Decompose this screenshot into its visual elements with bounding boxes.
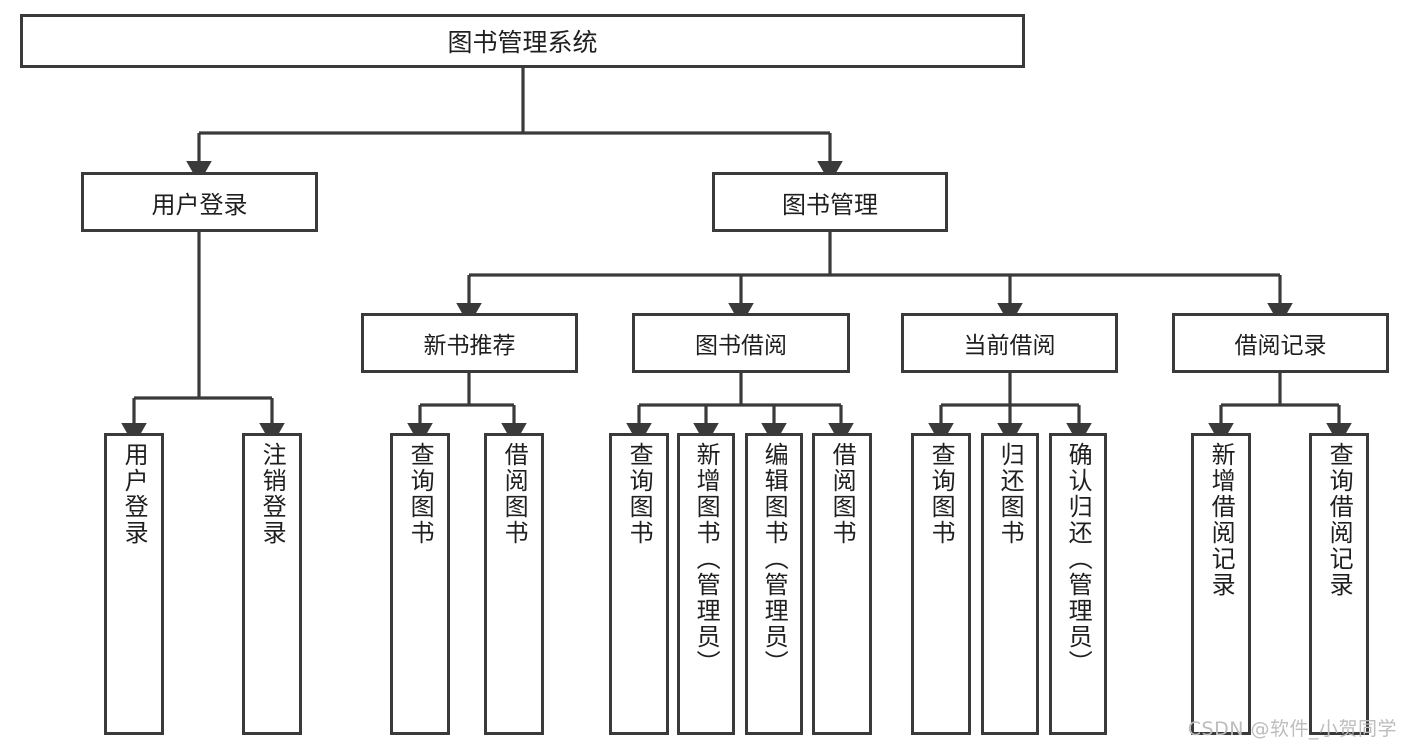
node-leaf-edit-book[interactable]: 编辑图书（管理员） <box>745 433 803 735</box>
node-leaf-return-book[interactable]: 归还图书 <box>981 433 1039 735</box>
node-new-book-recommend[interactable]: 新书推荐 <box>361 313 578 373</box>
node-leaf-query-book-borrow[interactable]: 查询图书 <box>609 433 669 735</box>
node-label: 查询图书 <box>625 442 654 546</box>
node-leaf-borrow-book[interactable]: 借阅图书 <box>812 433 872 735</box>
csdn-watermark: CSDN @软件_小贺同学 <box>1187 718 1397 740</box>
node-leaf-query-book-recommend[interactable]: 查询图书 <box>390 433 450 735</box>
node-label: 注销登录 <box>258 442 287 546</box>
node-root-book-management-system[interactable]: 图书管理系统 <box>20 14 1025 68</box>
node-label: 图书借阅 <box>695 333 787 359</box>
node-leaf-add-borrow-record[interactable]: 新增借阅记录 <box>1191 433 1251 735</box>
node-label: 新书推荐 <box>423 333 516 359</box>
node-label: 编辑图书（管理员） <box>760 442 789 676</box>
node-label: 借阅图书 <box>828 442 857 546</box>
node-leaf-user-login[interactable]: 用户登录 <box>104 433 164 735</box>
node-label: 查询图书 <box>406 442 435 546</box>
node-label: 当前借阅 <box>963 333 1056 359</box>
node-label: 归还图书 <box>996 442 1025 546</box>
node-leaf-query-borrow-record[interactable]: 查询借阅记录 <box>1309 433 1369 735</box>
node-label: 查询借阅记录 <box>1325 442 1354 598</box>
node-book-management[interactable]: 图书管理 <box>712 172 948 232</box>
node-book-borrow[interactable]: 图书借阅 <box>632 313 850 373</box>
node-label: 用户登录 <box>120 442 149 546</box>
node-leaf-confirm-return[interactable]: 确认归还（管理员） <box>1049 433 1107 735</box>
node-user-login[interactable]: 用户登录 <box>81 172 318 232</box>
node-leaf-add-book[interactable]: 新增图书（管理员） <box>677 433 735 735</box>
node-borrow-record[interactable]: 借阅记录 <box>1172 313 1389 373</box>
node-label: 用户登录 <box>151 190 248 219</box>
node-label: 借阅图书 <box>500 442 529 546</box>
node-label: 新增借阅记录 <box>1207 442 1236 598</box>
node-label: 借阅记录 <box>1234 333 1327 359</box>
node-label: 查询图书 <box>927 442 956 546</box>
node-leaf-logout-login[interactable]: 注销登录 <box>242 433 302 735</box>
node-label: 图书管理 <box>782 190 878 219</box>
node-label: 确认归还（管理员） <box>1064 442 1093 676</box>
node-label: 图书管理系统 <box>447 28 598 57</box>
node-leaf-query-book-current[interactable]: 查询图书 <box>911 433 971 735</box>
node-label: 新增图书（管理员） <box>692 442 721 676</box>
node-leaf-borrow-book-recommend[interactable]: 借阅图书 <box>484 433 544 735</box>
node-current-borrow[interactable]: 当前借阅 <box>901 313 1118 373</box>
